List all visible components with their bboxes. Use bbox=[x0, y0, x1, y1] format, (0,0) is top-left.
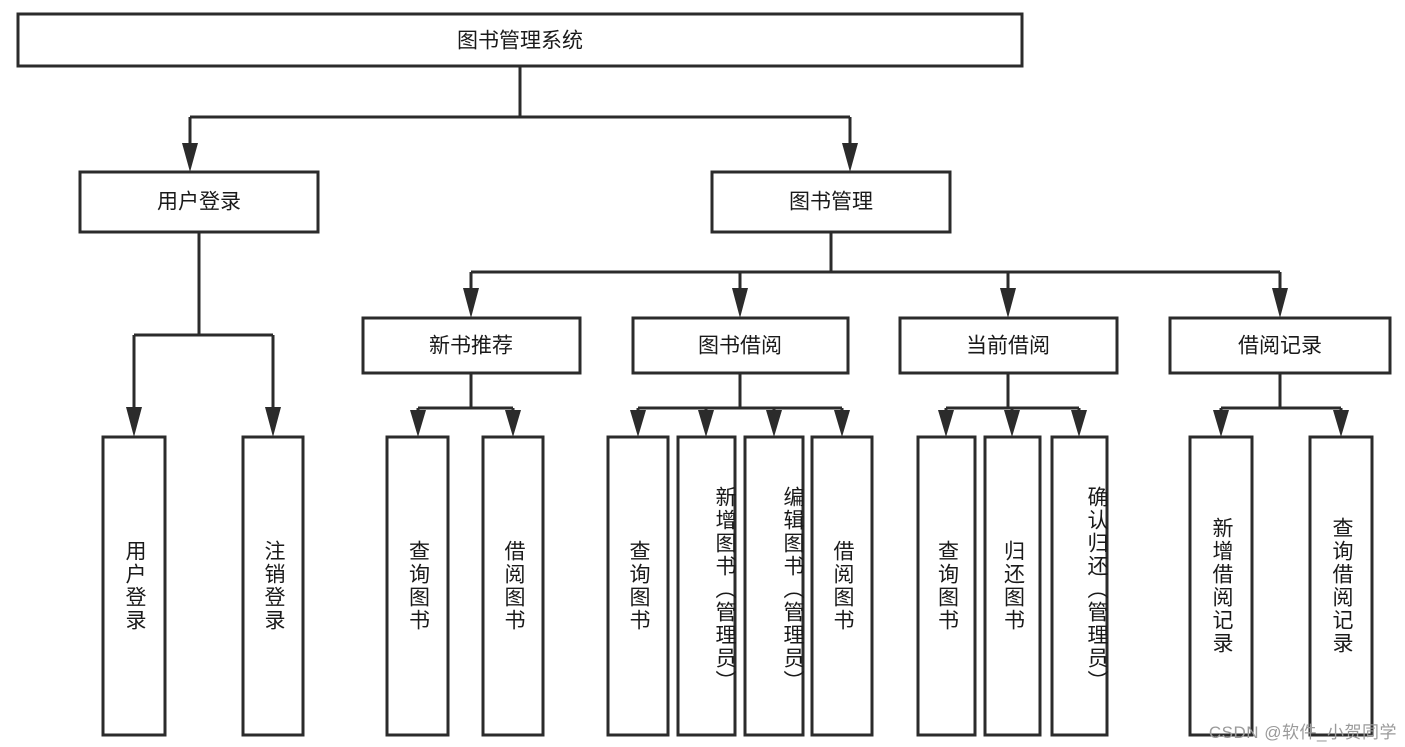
node-borrow-record-label: 借阅记录 bbox=[1238, 335, 1322, 358]
leaf-query-book-3-label: 查询图书 bbox=[935, 540, 959, 632]
leaf-query-book-2-label: 查询图书 bbox=[627, 540, 651, 632]
arrow-head-icon bbox=[265, 407, 281, 437]
node-user-login-rect[interactable] bbox=[78, 170, 320, 234]
leaf-return-book-label: 归还图书 bbox=[1001, 540, 1025, 632]
arrow-head-icon bbox=[182, 143, 198, 172]
arrow-head-icon bbox=[463, 288, 479, 318]
arrow-head-icon bbox=[1004, 410, 1020, 437]
arrow-head-icon bbox=[505, 410, 521, 437]
leaf-query-record-rect[interactable] bbox=[1308, 435, 1374, 737]
leaf-borrow-book-2-rect[interactable] bbox=[810, 435, 874, 737]
arrow-head-icon bbox=[1333, 410, 1349, 437]
node-current-borrow[interactable]: 当前借阅 bbox=[898, 316, 1119, 375]
arrow-head-icon bbox=[834, 410, 850, 437]
leaf-query-book-3-rect[interactable] bbox=[916, 435, 977, 737]
arrow-head-icon bbox=[842, 143, 858, 172]
arrow-head-icon bbox=[410, 410, 426, 437]
leaf-logout-login-label: 注销登录 bbox=[262, 540, 286, 632]
leaf-query-book-2-rect[interactable] bbox=[606, 435, 670, 737]
leaf-borrow-book-1-rect[interactable] bbox=[481, 435, 545, 737]
connector-borrowrecord-to-leaves bbox=[1213, 373, 1349, 437]
leaf-logout-login-rect[interactable] bbox=[241, 435, 305, 737]
node-user-login[interactable]: 用户登录 bbox=[78, 170, 320, 234]
node-book-borrow[interactable]: 图书借阅 bbox=[631, 316, 850, 375]
leaf-add-record-rect[interactable] bbox=[1188, 435, 1254, 737]
arrow-head-icon bbox=[938, 410, 954, 437]
leaf-add-record-label: 新增借阅记录 bbox=[1210, 517, 1234, 655]
arrow-head-icon bbox=[766, 410, 782, 437]
node-current-borrow-label: 当前借阅 bbox=[966, 335, 1050, 358]
node-user-login-label: 用户登录 bbox=[157, 191, 241, 214]
connector-userlogin-to-leaves bbox=[126, 232, 281, 437]
leaf-query-record-label: 查询借阅记录 bbox=[1330, 517, 1354, 655]
leaf-return-book-rect[interactable] bbox=[983, 435, 1042, 737]
node-new-book-recommend[interactable]: 新书推荐 bbox=[361, 316, 582, 375]
connector-currentborrow-to-leaves bbox=[938, 373, 1087, 437]
arrow-head-icon bbox=[1213, 410, 1229, 437]
arrow-head-icon bbox=[1000, 288, 1016, 318]
node-current-borrow-rect[interactable] bbox=[898, 316, 1119, 375]
connector-bookborrow-to-leaves bbox=[630, 373, 850, 437]
leaf-user-login-label: 用户登录 bbox=[123, 540, 147, 632]
arrow-head-icon bbox=[1071, 410, 1087, 437]
arrow-head-icon bbox=[630, 410, 646, 437]
node-root-rect[interactable] bbox=[16, 12, 1024, 68]
node-book-management-rect[interactable] bbox=[710, 170, 952, 234]
leaf-edit-book-rect[interactable] bbox=[743, 435, 805, 737]
connector-newbook-to-leaves bbox=[410, 373, 521, 437]
arrow-head-icon bbox=[732, 288, 748, 318]
connector-root-to-level1 bbox=[182, 66, 858, 172]
leaf-edit-book-label: 编辑图书（管理员） bbox=[781, 485, 804, 693]
connector-bookmgmt-to-level2 bbox=[463, 232, 1288, 318]
leaf-add-book-rect[interactable] bbox=[676, 435, 737, 737]
arrow-head-icon bbox=[126, 407, 142, 437]
leaf-query-book-1-rect[interactable] bbox=[385, 435, 450, 737]
leaf-query-book-1-label: 查询图书 bbox=[406, 540, 430, 632]
node-root[interactable]: 图书管理系统 bbox=[16, 12, 1024, 68]
leaf-borrow-book-1-label: 借阅图书 bbox=[502, 540, 526, 632]
node-borrow-record[interactable]: 借阅记录 bbox=[1168, 316, 1392, 375]
node-book-borrow-label: 图书借阅 bbox=[698, 335, 782, 358]
leaf-borrow-book-2-label: 借阅图书 bbox=[831, 540, 855, 632]
arrow-head-icon bbox=[698, 410, 714, 437]
leaf-add-book-label: 新增图书（管理员） bbox=[713, 485, 736, 693]
leaf-user-login-rect[interactable] bbox=[101, 435, 167, 737]
leaf-confirm-return-rect[interactable] bbox=[1050, 435, 1109, 737]
leaf-confirm-return-label: 确认归还（管理员） bbox=[1085, 485, 1108, 693]
node-borrow-record-rect[interactable] bbox=[1168, 316, 1392, 375]
csdn-watermark: CSDN @软件_小贺同学 bbox=[1208, 723, 1397, 742]
node-book-management-label: 图书管理 bbox=[789, 191, 873, 214]
node-new-book-recommend-label: 新书推荐 bbox=[429, 335, 513, 358]
node-book-borrow-rect[interactable] bbox=[631, 316, 850, 375]
node-root-label: 图书管理系统 bbox=[457, 30, 583, 53]
node-new-book-recommend-rect[interactable] bbox=[361, 316, 582, 375]
node-book-management[interactable]: 图书管理 bbox=[710, 170, 952, 234]
arrow-head-icon bbox=[1272, 288, 1288, 318]
